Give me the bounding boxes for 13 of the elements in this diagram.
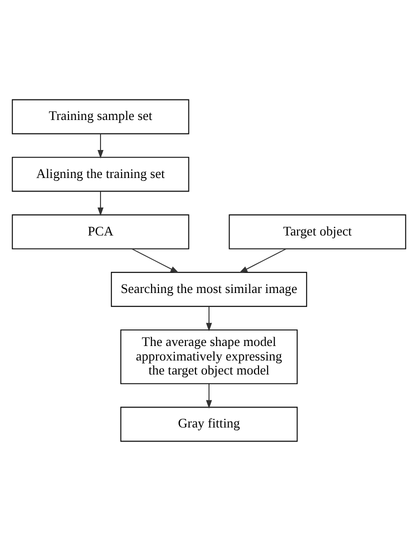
arrow	[98, 190, 104, 216]
node-box: Training sample set	[12, 99, 190, 134]
node-box: The average shape model approximatively expressing the target object model	[120, 329, 298, 384]
arrow	[206, 384, 212, 409]
node-box: Aligning the training set	[12, 156, 190, 192]
arrow	[206, 306, 212, 332]
node-box: PCA	[12, 214, 190, 250]
arrow	[131, 248, 179, 274]
node-box: Searching the most similar image	[110, 272, 308, 307]
arrow	[98, 133, 104, 159]
arrow	[239, 248, 287, 274]
node-box: Target object	[228, 214, 406, 250]
node-box: Gray fitting	[120, 406, 298, 442]
